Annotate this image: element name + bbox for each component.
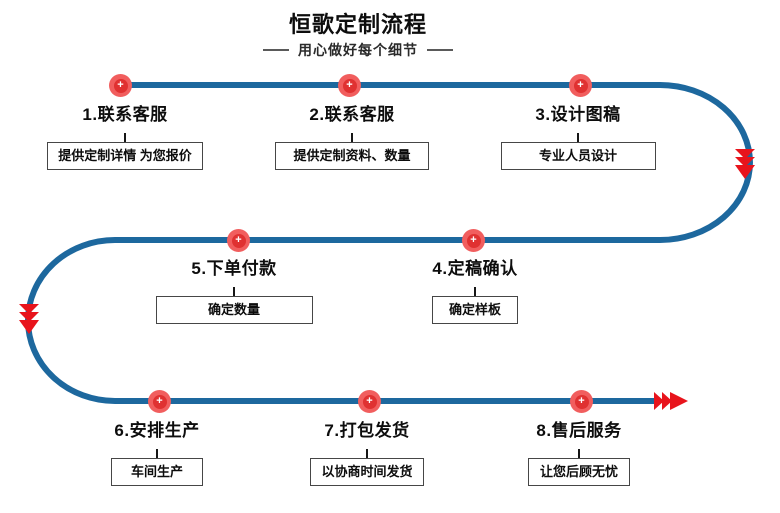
plus-icon: + <box>342 78 357 93</box>
step-8-detail-box: 让您后顾无忧 <box>528 458 630 486</box>
step-6: 6.安排生产 车间生产 <box>57 420 257 486</box>
connector-tick <box>351 133 353 142</box>
step-node-4: + <box>462 229 485 252</box>
plus-icon: + <box>362 394 377 409</box>
connector-tick <box>578 449 580 458</box>
plus-icon: + <box>152 394 167 409</box>
step-1-label: 1.联系客服 <box>82 105 168 124</box>
header: 恒歌定制流程 用心做好每个细节 <box>0 13 716 58</box>
step-3-detail-box: 专业人员设计 <box>500 142 656 170</box>
step-8: 8.售后服务 让您后顾无忧 <box>479 420 679 486</box>
step-1-detail-box: 提供定制详情 为您报价 <box>47 142 203 170</box>
step-node-3: + <box>569 74 592 97</box>
step-1: 1.联系客服 提供定制详情 为您报价 <box>25 104 225 170</box>
flow-path-line <box>25 82 753 404</box>
step-node-6: + <box>148 390 171 413</box>
step-2: 2.联系客服 提供定制资料、数量 <box>252 104 452 170</box>
plus-icon: + <box>574 394 589 409</box>
step-7-label: 7.打包发货 <box>324 421 410 440</box>
step-8-label: 8.售后服务 <box>536 421 622 440</box>
plus-icon: + <box>231 233 246 248</box>
chevron-down-arrow-left-side-icon <box>19 304 39 334</box>
subtitle-dash-left <box>263 49 289 51</box>
plus-icon: + <box>113 78 128 93</box>
step-node-8: + <box>570 390 593 413</box>
step-7: 7.打包发货 以协商时间发货 <box>267 420 467 486</box>
chevron-right-end-arrow-icon <box>654 392 688 410</box>
step-node-1: + <box>109 74 132 97</box>
step-4-label: 4.定稿确认 <box>432 259 518 278</box>
connector-tick <box>124 133 126 142</box>
step-node-2: + <box>338 74 361 97</box>
connector-tick <box>366 449 368 458</box>
page-title: 恒歌定制流程 <box>288 12 427 37</box>
step-4: 4.定稿确认 确定样板 <box>375 258 575 324</box>
step-5-label: 5.下单付款 <box>191 259 277 278</box>
step-node-5: + <box>227 229 250 252</box>
connector-tick <box>474 287 476 296</box>
step-2-detail-box: 提供定制资料、数量 <box>275 142 429 170</box>
step-5-detail-box: 确定数量 <box>155 296 313 324</box>
step-3: 3.设计图稿 专业人员设计 <box>478 104 678 170</box>
connector-tick <box>233 287 235 296</box>
subtitle-dash-right <box>427 49 453 51</box>
step-5: 5.下单付款 确定数量 <box>134 258 334 324</box>
connector-tick <box>577 133 579 142</box>
step-7-detail-box: 以协商时间发货 <box>310 458 424 486</box>
step-6-label: 6.安排生产 <box>114 421 200 440</box>
step-2-label: 2.联系客服 <box>309 105 395 124</box>
step-node-7: + <box>358 390 381 413</box>
subtitle-text: 用心做好每个细节 <box>298 42 418 58</box>
plus-icon: + <box>466 233 481 248</box>
plus-icon: + <box>573 78 588 93</box>
subtitle: 用心做好每个细节 <box>0 42 716 58</box>
step-6-detail-box: 车间生产 <box>111 458 203 486</box>
chevron-down-arrow-right-side-icon <box>735 149 755 179</box>
connector-tick <box>156 449 158 458</box>
step-4-detail-box: 确定样板 <box>432 296 518 324</box>
step-3-label: 3.设计图稿 <box>535 105 621 124</box>
